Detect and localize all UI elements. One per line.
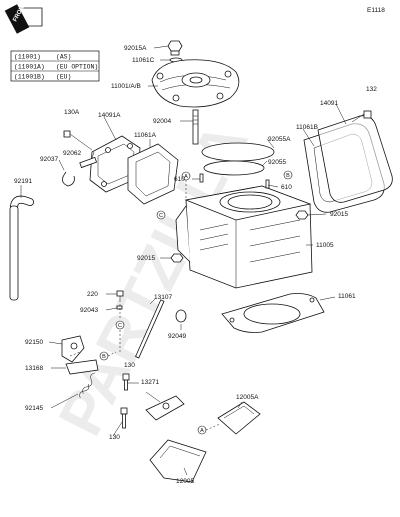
bracket-92150[interactable] [61, 335, 85, 363]
bolt-132[interactable] [351, 110, 372, 123]
seal-92049[interactable] [175, 309, 187, 323]
ref-marker-a-bottom: A [197, 425, 207, 435]
svg-text:B: B [102, 354, 106, 360]
stud-92004[interactable] [192, 109, 199, 145]
label-92191[interactable]: 92191 [14, 178, 32, 185]
label-11061c[interactable]: 11061C [132, 57, 155, 64]
legend-region-1: (AS) [56, 54, 71, 61]
lever-13168[interactable] [65, 359, 99, 375]
ref-marker-c-bottom: C [115, 320, 125, 330]
label-14091a[interactable]: 14091A [98, 112, 121, 119]
label-13107[interactable]: 13107 [154, 294, 172, 301]
pin-92043[interactable] [116, 305, 123, 310]
label-92055a[interactable]: 92055A [268, 136, 291, 143]
label-12005a[interactable]: 12005A [236, 394, 259, 401]
label-11061a[interactable]: 11061A [134, 132, 157, 139]
o-ring-92055[interactable] [203, 160, 265, 176]
label-92037[interactable]: 92037 [40, 156, 58, 163]
label-11005[interactable]: 11005 [316, 242, 334, 249]
valve-12005a[interactable] [217, 401, 261, 435]
clip-92037[interactable] [62, 171, 75, 187]
svg-text:B: B [286, 173, 290, 179]
label-13271[interactable]: 13271 [141, 379, 159, 386]
legend-code-1: (11001) [14, 54, 41, 61]
label-92145[interactable]: 92145 [25, 405, 43, 412]
base-gasket-11061[interactable] [221, 293, 325, 333]
ref-marker-c-top: C [156, 210, 166, 220]
screw-220[interactable] [116, 290, 124, 300]
shaft-13107[interactable] [135, 299, 165, 359]
nut-92015-left[interactable] [170, 253, 184, 263]
label-92049[interactable]: 92049 [168, 333, 186, 340]
lever-13271[interactable] [145, 395, 185, 421]
legend-region-2: (EU OPTION) [56, 64, 98, 71]
ref-marker-a-top: A [181, 171, 191, 181]
hose-92191[interactable] [9, 195, 34, 301]
svg-text:A: A [184, 174, 188, 180]
label-130-upper[interactable]: 130 [124, 362, 135, 369]
label-610-right[interactable]: 610 [281, 184, 292, 191]
label-92015-right[interactable]: 92015 [330, 211, 348, 218]
label-220[interactable]: 220 [87, 291, 98, 298]
svg-text:C: C [159, 213, 163, 219]
valve-cover-14091a[interactable] [89, 135, 141, 193]
leader-lines [20, 45, 347, 476]
label-610-left[interactable]: 610 [174, 176, 185, 183]
legend-code-2: (11001A) [14, 64, 45, 71]
fitting-92062[interactable] [79, 156, 98, 169]
legend-table: (11001) (AS) (11001A) (EU OPTION) (11001… [10, 50, 100, 82]
cap-nut-92015a[interactable] [167, 40, 183, 56]
o-ring-92055a[interactable] [201, 142, 275, 162]
bolt-130-upper[interactable] [122, 373, 130, 391]
label-12005[interactable]: 12005 [176, 478, 194, 485]
cylinder-head-11001[interactable] [151, 59, 240, 108]
front-indicator: FRONT [4, 2, 43, 34]
label-92062[interactable]: 92062 [63, 150, 81, 157]
label-130-lower[interactable]: 130 [109, 434, 120, 441]
legend-code-3: (11001B) [14, 74, 45, 81]
valve-12005[interactable] [149, 439, 207, 483]
label-11001ab[interactable]: 11001/A/B [111, 83, 141, 90]
bolt-130a[interactable] [63, 130, 93, 151]
diagram-code: E1118 [367, 7, 385, 14]
cover-14091[interactable] [317, 115, 393, 203]
label-92055[interactable]: 92055 [268, 159, 286, 166]
dowel-pin-610-right[interactable] [265, 179, 270, 189]
ref-marker-b-top: B [283, 170, 293, 180]
label-11061b[interactable]: 11061B [296, 124, 318, 131]
label-132[interactable]: 132 [366, 86, 377, 93]
label-92150[interactable]: 92150 [25, 339, 43, 346]
bolt-130-lower[interactable] [120, 407, 128, 429]
nut-92015-right[interactable] [295, 210, 309, 220]
label-92004[interactable]: 92004 [153, 118, 171, 125]
label-14091[interactable]: 14091 [320, 100, 338, 107]
label-130a[interactable]: 130A [64, 109, 80, 116]
spring-92145[interactable] [78, 372, 97, 400]
ref-marker-b-bottom: B [99, 351, 109, 361]
label-13168[interactable]: 13168 [25, 365, 43, 372]
label-92015a[interactable]: 92015A [124, 45, 147, 52]
dowel-pin-610-left[interactable] [199, 173, 204, 183]
label-92015-left[interactable]: 92015 [137, 255, 155, 262]
gasket-11061a[interactable] [127, 143, 179, 205]
label-11061[interactable]: 11061 [338, 293, 356, 300]
svg-text:C: C [118, 323, 122, 329]
svg-text:A: A [200, 428, 204, 434]
label-92043[interactable]: 92043 [80, 307, 98, 314]
legend-region-3: (EU) [56, 74, 71, 81]
cylinder-11005[interactable] [175, 185, 313, 289]
